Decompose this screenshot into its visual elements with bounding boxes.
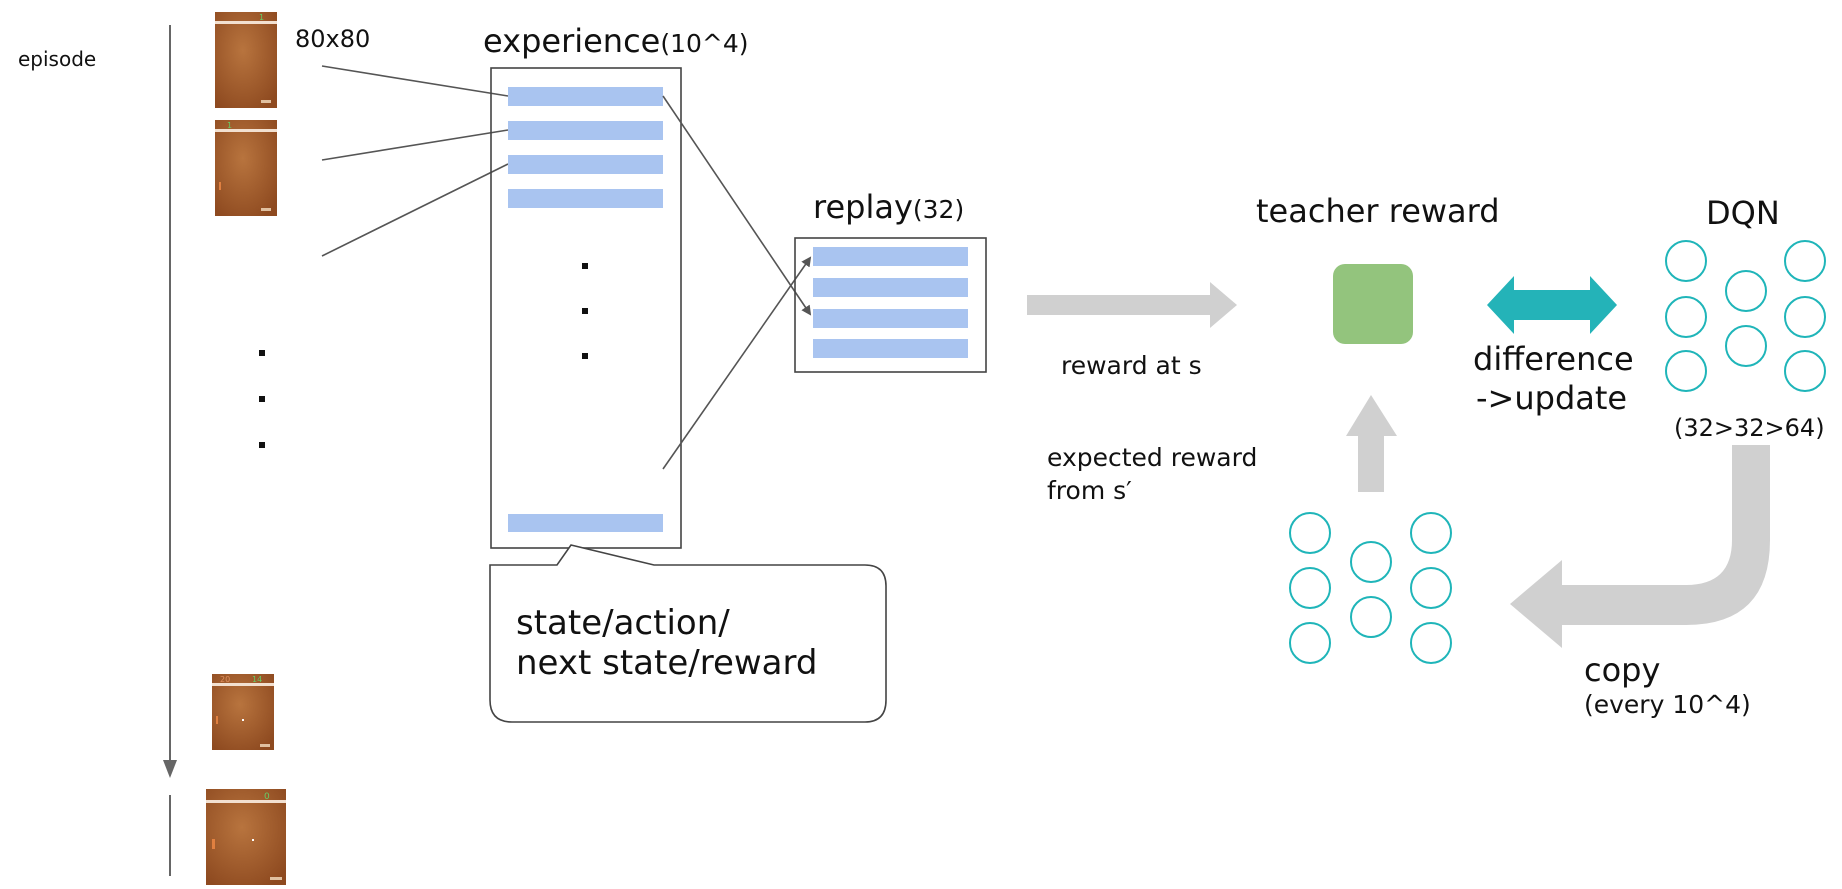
pong-frame-icon	[215, 12, 277, 108]
game-frame-1: 1	[215, 12, 277, 108]
neural-node	[1289, 512, 1331, 554]
episode-label: episode	[18, 47, 96, 71]
neural-node	[1410, 622, 1452, 664]
memory-row	[508, 87, 663, 106]
pong-frame-icon	[215, 120, 277, 216]
neural-node	[1410, 567, 1452, 609]
memory-ellipsis	[582, 263, 588, 359]
experience-title: experience(10^4)	[483, 22, 749, 60]
neural-node	[1784, 350, 1826, 392]
neural-node	[1665, 350, 1707, 392]
pong-frame-icon	[212, 674, 274, 750]
replay-row	[813, 278, 968, 297]
frame-size-label: 80x80	[295, 25, 370, 53]
replay-row	[813, 247, 968, 266]
replay-row	[813, 339, 968, 358]
frame-score-left: 20	[220, 675, 230, 684]
callout-line-1: state/action/	[516, 603, 730, 643]
neural-node	[1665, 296, 1707, 338]
difference-line-2: ->update	[1476, 379, 1627, 417]
frame-score: 1	[227, 121, 232, 130]
expected-reward-line-1: expected reward	[1047, 443, 1257, 472]
frame-score-right: 14	[252, 675, 262, 684]
neural-node	[1784, 240, 1826, 282]
neural-node	[1725, 325, 1767, 367]
callout-bubble	[489, 544, 887, 723]
neural-node	[1289, 567, 1331, 609]
timeline-arrowhead	[163, 760, 177, 778]
neural-node	[1665, 240, 1707, 282]
replay-box	[794, 237, 987, 373]
difference-double-arrow	[1487, 276, 1617, 334]
pong-frame-icon	[206, 789, 286, 885]
flow-arrow-right	[1027, 282, 1237, 328]
neural-node	[1784, 296, 1826, 338]
copy-frequency-label: (every 10^4)	[1584, 690, 1751, 719]
teacher-reward-title: teacher reward	[1256, 192, 1500, 230]
neural-node	[1725, 270, 1767, 312]
frame-score: 1	[259, 13, 264, 22]
replay-row	[813, 309, 968, 328]
experience-rows	[508, 87, 663, 532]
sample-arrow-1	[662, 95, 812, 316]
game-frame-4: 0	[206, 789, 286, 885]
game-frame-3: 20 14	[212, 674, 274, 750]
replay-title: replay(32)	[813, 188, 964, 226]
copy-label: copy	[1584, 651, 1660, 689]
replay-rows	[813, 247, 968, 358]
reward-at-s-label: reward at s	[1061, 351, 1202, 380]
memory-row	[508, 514, 663, 532]
memory-row	[508, 189, 663, 208]
sample-arrow-2	[662, 256, 812, 470]
neural-node	[1289, 622, 1331, 664]
copy-arrow	[1510, 445, 1770, 648]
frame-to-memory-lines	[321, 65, 509, 257]
timeline-ellipsis	[259, 350, 265, 448]
expected-reward-line-2: from s′	[1047, 476, 1132, 505]
dqn-layers-label: (32>32>64)	[1674, 414, 1825, 442]
neural-node	[1410, 512, 1452, 554]
memory-row	[508, 155, 663, 174]
game-frame-2: 1	[215, 120, 277, 216]
callout-line-2: next state/reward	[516, 643, 817, 683]
target-network-icon	[1289, 512, 1452, 664]
neural-node	[1350, 596, 1392, 638]
difference-line-1: difference	[1473, 340, 1634, 378]
memory-row	[508, 121, 663, 140]
frame-score: 0	[264, 792, 270, 802]
dqn-title: DQN	[1706, 194, 1780, 232]
flow-arrow-up	[1346, 395, 1397, 492]
dqn-network-icon	[1665, 240, 1826, 392]
neural-node	[1350, 541, 1392, 583]
teacher-reward-box	[1333, 264, 1413, 344]
